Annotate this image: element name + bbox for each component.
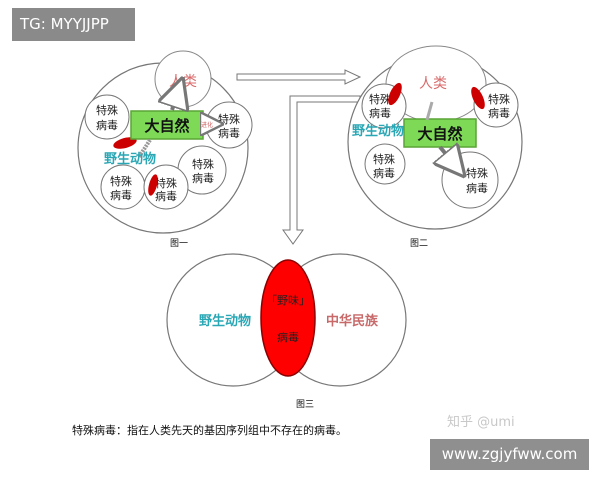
fig1-virus-a-l1: 特殊 <box>96 103 118 117</box>
fig1-arrow-down <box>137 138 152 159</box>
fig2-virus-circle-b <box>473 82 519 128</box>
figure-two: 人类 特殊 病毒 特殊 病毒 特殊 病毒 特殊 病毒 大自然 野生动物 <box>347 45 523 230</box>
fig2-human-label: 人类 <box>419 76 447 92</box>
fig2-virus-c-l1: 特殊 <box>373 152 395 166</box>
fig3-overlap-virus <box>260 259 316 377</box>
fig2-virus-circle-c <box>364 143 406 185</box>
fig2-nature-box <box>403 118 477 148</box>
fig2-label: 图二 <box>410 239 429 249</box>
fig2-virus-c-l2: 病毒 <box>373 166 395 180</box>
fig1-wild-label: 野生动物 <box>104 151 156 167</box>
fig2-virus-b-l1: 特殊 <box>488 92 510 106</box>
fig1-nature-label: 大自然 <box>144 117 189 135</box>
fig1-virus-d-l2: 病毒 <box>110 188 132 202</box>
fig1-red-spot-b <box>148 174 158 196</box>
fig2-virus-b-l2: 病毒 <box>488 106 510 120</box>
arrow-fig2-to-fig3 <box>282 95 361 245</box>
arrow-fig1-to-fig2 <box>236 69 362 85</box>
fig2-virus-d-l2: 病毒 <box>466 181 488 195</box>
fig3-left-label: 野生动物 <box>199 313 251 329</box>
fig2-arrow-down <box>440 147 455 165</box>
fig1-virus-circle-a <box>84 94 130 140</box>
fig3-center-top: 「野味」 <box>266 294 310 307</box>
fig1-red-spot-a <box>113 137 137 149</box>
fig2-virus-a-l2: 病毒 <box>369 106 391 120</box>
fig1-arrow-text: 进化 <box>201 121 213 129</box>
fig1-virus-c-l2: 病毒 <box>192 171 214 185</box>
fig3-label: 图三 <box>296 400 315 410</box>
fig1-human-label: 人类 <box>169 74 197 90</box>
zhihu-watermark: 知乎 @umi <box>447 415 515 430</box>
fig2-red-spot-b <box>471 86 485 110</box>
site-watermark: www.zgjyfww.com <box>430 439 589 470</box>
fig1-virus-a-l2: 病毒 <box>96 118 118 132</box>
fig2-arrow-up <box>425 101 434 121</box>
figure-three: 野生动物 中华民族 「野味」 病毒 <box>166 253 407 387</box>
fig1-virus-b-l1: 特殊 <box>218 112 240 126</box>
fig2-nature-label: 大自然 <box>417 125 462 143</box>
fig3-center-bottom: 病毒 <box>277 330 299 344</box>
caption-text: 特殊病毒：指在人类先天的基因序列组中不存在的病毒。 <box>72 424 347 437</box>
fig2-virus-d-l1: 特殊 <box>466 166 488 180</box>
fig2-virus-a-l1: 特殊 <box>369 92 391 106</box>
fig1-virus-e-l1: 特殊 <box>155 176 177 190</box>
fig2-red-spot-a <box>388 82 402 106</box>
fig1-arrow-up <box>172 92 178 110</box>
fig2-wild-label: 野生动物 <box>352 123 404 139</box>
fig1-virus-b-l2: 病毒 <box>218 126 240 140</box>
fig1-label: 图一 <box>170 239 189 249</box>
fig1-virus-c-l1: 特殊 <box>192 157 214 171</box>
fig1-virus-e-l2: 病毒 <box>155 189 177 203</box>
figure-one: 人类 特殊 病毒 特殊 病毒 特殊 病毒 特殊 病毒 特殊 病毒 大自然 进化 … <box>77 50 253 234</box>
header-tag: TG: MYYJJPP <box>12 8 135 41</box>
fig1-virus-d-l1: 特殊 <box>110 174 132 188</box>
fig3-right-label: 中华民族 <box>326 313 379 329</box>
